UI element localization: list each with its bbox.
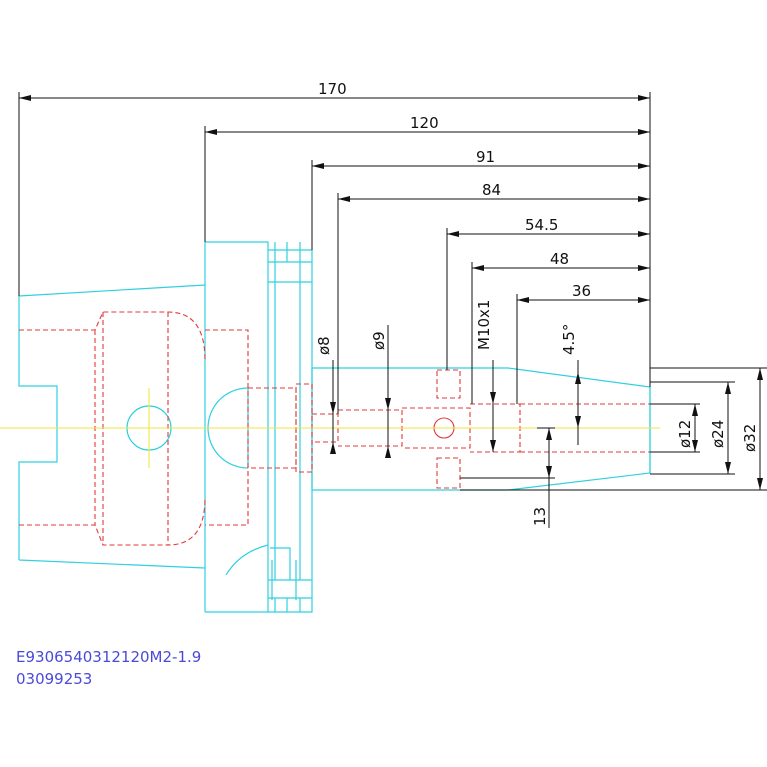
dimension-lines xyxy=(18,92,767,528)
part-code: E9306540312120M2-1.9 03099253 xyxy=(16,648,201,688)
dim-54-5: 54.5 xyxy=(525,216,558,234)
dim-dia-9: ø9 xyxy=(370,331,388,350)
dim-36: 36 xyxy=(572,282,591,300)
part-code-line2: 03099253 xyxy=(16,670,92,688)
dim-48: 48 xyxy=(550,250,569,268)
centerlines xyxy=(0,388,660,468)
dimension-labels: 170 120 91 84 54.5 48 36 ø8 ø9 M10x1 4.5… xyxy=(315,80,759,526)
dim-91: 91 xyxy=(476,148,495,166)
dim-84: 84 xyxy=(482,181,501,199)
holder-outline xyxy=(18,241,651,613)
dim-thread: M10x1 xyxy=(475,300,493,350)
dim-dia-8: ø8 xyxy=(315,336,333,355)
dim-dia-12: ø12 xyxy=(676,420,694,448)
dim-170: 170 xyxy=(318,80,347,98)
dim-angle: 4.5° xyxy=(560,324,578,355)
dim-dia-24: ø24 xyxy=(709,420,727,448)
dim-dia-32: ø32 xyxy=(741,424,759,452)
dim-120: 120 xyxy=(410,114,439,132)
part-code-line1: E9306540312120M2-1.9 xyxy=(16,648,201,666)
dim-13: 13 xyxy=(531,507,549,526)
